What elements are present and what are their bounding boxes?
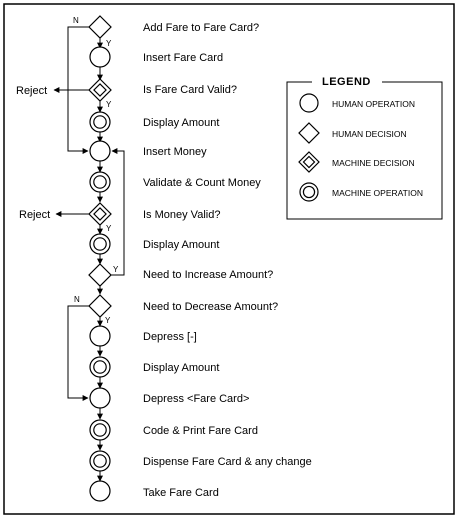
human-decision-symbol (298, 122, 320, 144)
human-decision-symbol (88, 294, 112, 318)
human-operation-symbol (89, 140, 111, 162)
step-labels: Add Fare to Fare Card? Insert Fare Card … (143, 22, 312, 499)
machine-decision-symbol (88, 78, 112, 102)
step-label: Depress [-] (143, 331, 197, 343)
step-shapes (88, 15, 112, 502)
legend-label: HUMAN DECISION (332, 129, 407, 139)
machine-operation-symbol (89, 233, 111, 255)
human-operation-symbol (89, 387, 111, 409)
reject-label: Reject (16, 85, 47, 97)
reject-label: Reject (19, 209, 50, 221)
legend-label: MACHINE DECISION (332, 158, 415, 168)
step-label: Insert Money (143, 146, 207, 158)
step-label: Validate & Count Money (143, 177, 261, 189)
step-label: Need to Increase Amount? (143, 269, 273, 281)
machine-operation-symbol (89, 450, 111, 472)
legend-label: MACHINE OPERATION (332, 188, 423, 198)
step-label: Depress <Fare Card> (143, 393, 249, 405)
no-label: N (74, 295, 80, 304)
human-decision-symbol (88, 263, 112, 287)
legend-label: HUMAN OPERATION (332, 99, 415, 109)
legend-shapes (298, 93, 320, 202)
step-label: Dispense Fare Card & any change (143, 456, 312, 468)
machine-decision-symbol (88, 202, 112, 226)
step-label: Display Amount (143, 362, 219, 374)
step-label: Add Fare to Fare Card? (143, 22, 259, 34)
human-operation-symbol (299, 93, 319, 113)
step-label: Is Fare Card Valid? (143, 84, 237, 96)
loop-add-fare-no (67, 26, 90, 154)
legend: LEGEND HUMAN OPERATION HUMAN DECISION MA… (286, 74, 443, 220)
yes-label: Y (106, 39, 112, 48)
yes-label: Y (106, 224, 112, 233)
step-label: Take Fare Card (143, 487, 219, 499)
step-label: Code & Print Fare Card (143, 425, 258, 437)
machine-operation-symbol (299, 182, 319, 202)
loop-increase-yes (110, 148, 125, 276)
step-label: Is Money Valid? (143, 209, 220, 221)
branch-labels: N Y Y Y Y N Y Reject Reject (16, 16, 119, 325)
outer-border (3, 3, 455, 515)
step-label: Display Amount (143, 239, 219, 251)
no-label: N (73, 16, 79, 25)
legend-title-background (312, 74, 382, 88)
loop-decrease-no (67, 305, 90, 401)
step-label: Display Amount (143, 117, 219, 129)
machine-decision-symbol (298, 151, 320, 173)
machine-operation-symbol (89, 419, 111, 441)
step-label: Need to Decrease Amount? (143, 301, 278, 313)
human-decision-symbol (88, 15, 112, 39)
yes-label: Y (106, 100, 112, 109)
human-operation-symbol (89, 325, 111, 347)
legend-title: LEGEND (322, 76, 371, 88)
human-operation-symbol (89, 480, 111, 502)
machine-operation-symbol (89, 111, 111, 133)
machine-operation-symbol (89, 356, 111, 378)
human-operation-symbol (89, 46, 111, 68)
yes-label: Y (105, 316, 111, 325)
machine-operation-symbol (89, 171, 111, 193)
yes-label: Y (113, 265, 119, 274)
step-label: Insert Fare Card (143, 52, 223, 64)
